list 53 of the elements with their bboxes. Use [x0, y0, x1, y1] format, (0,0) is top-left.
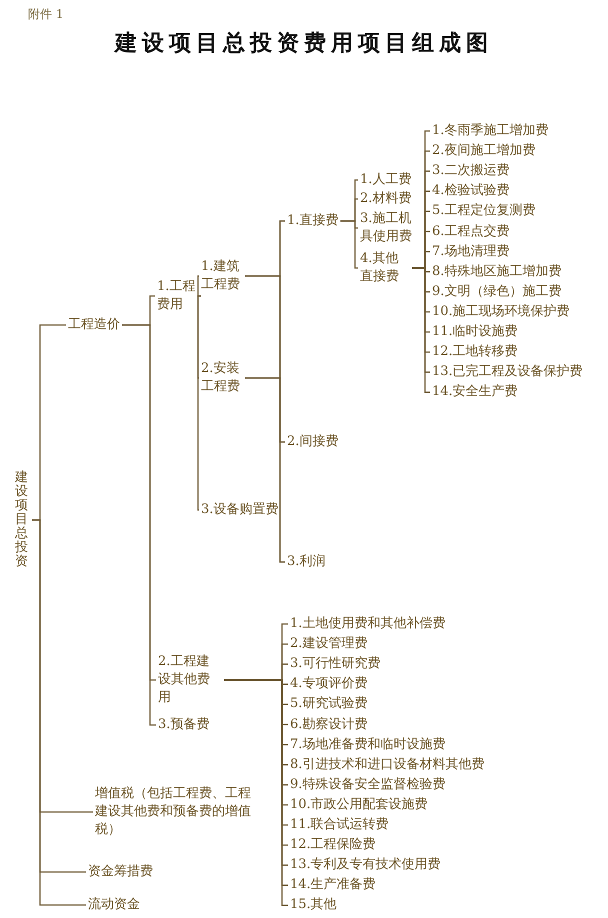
- item-label: 12.工程保险费: [290, 836, 376, 854]
- item-label: 3.施工机具使用费: [360, 210, 422, 246]
- item-label: 1.冬雨季施工增加费: [432, 122, 548, 140]
- item-label: 4.检验试验费: [432, 182, 510, 200]
- item-label: 3.可行性研究费: [290, 655, 380, 674]
- item-label: 11.临时设施费: [432, 323, 518, 341]
- item-label: 1.人工费: [360, 171, 412, 189]
- item-label: 2.间接费: [287, 433, 338, 451]
- vertical-label: 建设项目总投资: [15, 471, 30, 569]
- item-label: 10.市政公用配套设施费: [290, 796, 428, 814]
- item-label: 8.特殊地区施工增加费: [432, 262, 562, 281]
- item-label: 2.建设管理费: [290, 635, 368, 654]
- item-label: 9.特殊设备安全监督检验费: [290, 776, 446, 794]
- item-label: 15.其他: [290, 896, 337, 914]
- item-label: 13.已完工程及设备保护费: [432, 363, 583, 382]
- item-label: 11.联合试运转费: [290, 816, 389, 834]
- item-label: 2.安装工程费: [201, 360, 243, 396]
- item-label: 1.直接费: [287, 212, 338, 230]
- item-label: 12.工地转移费: [432, 343, 518, 362]
- item-label: 2.工程建设其他费用: [158, 653, 222, 707]
- item-label: 4.其他直接费: [360, 250, 410, 286]
- item-label: 14.安全生产费: [432, 383, 518, 402]
- item-label: 3.预备费: [158, 716, 210, 734]
- connector-line: [245, 377, 285, 563]
- item-label: 7.场地准备费和临时设施费: [290, 736, 446, 754]
- item-label: 1.建筑工程费: [201, 258, 243, 294]
- item-label: 增值税（包括工程费、工程建设其他费和预备费的增值税）: [95, 785, 253, 839]
- item-label: 9.文明（绿色）施工费: [432, 282, 562, 301]
- item-label: 1.土地使用费和其他补偿费: [290, 615, 446, 633]
- item-label: 7.场地清理费: [432, 242, 510, 261]
- annex-label: 附件 1: [28, 6, 64, 23]
- item-label: 3.二次搬运费: [432, 162, 510, 180]
- item-label: 3.设备购置费: [201, 501, 278, 519]
- item-label: 13.专利及专有技术使用费: [290, 856, 441, 874]
- connector-line: [197, 295, 201, 511]
- item-label: 5.研究试验费: [290, 695, 368, 714]
- item-label: 资金筹措费: [88, 863, 153, 881]
- item-label: 工程造价: [68, 316, 120, 334]
- item-label: 3.利润: [287, 553, 326, 571]
- item-label: 6.工程点交费: [432, 222, 510, 240]
- item-label: 2.材料费: [360, 190, 412, 208]
- item-label: 4.专项评价费: [290, 675, 368, 694]
- item-label: 2.夜间施工增加费: [432, 142, 536, 160]
- item-label: 5.工程定位复测费: [432, 202, 536, 220]
- item-label: 10.施工现场环境保护费: [432, 302, 570, 321]
- connector-line: [197, 275, 201, 297]
- item-label: 14.生产准备费: [290, 876, 376, 894]
- connector-line: [340, 220, 358, 269]
- title: 建设项目总投资费用项目组成图: [112, 29, 494, 58]
- item-label: 1.工程费用: [157, 278, 199, 314]
- item-label: 流动资金: [88, 896, 140, 914]
- item-label: 8.引进技术和进口设备材料其他费: [290, 756, 484, 774]
- item-label: 6.勘察设计费: [290, 716, 368, 734]
